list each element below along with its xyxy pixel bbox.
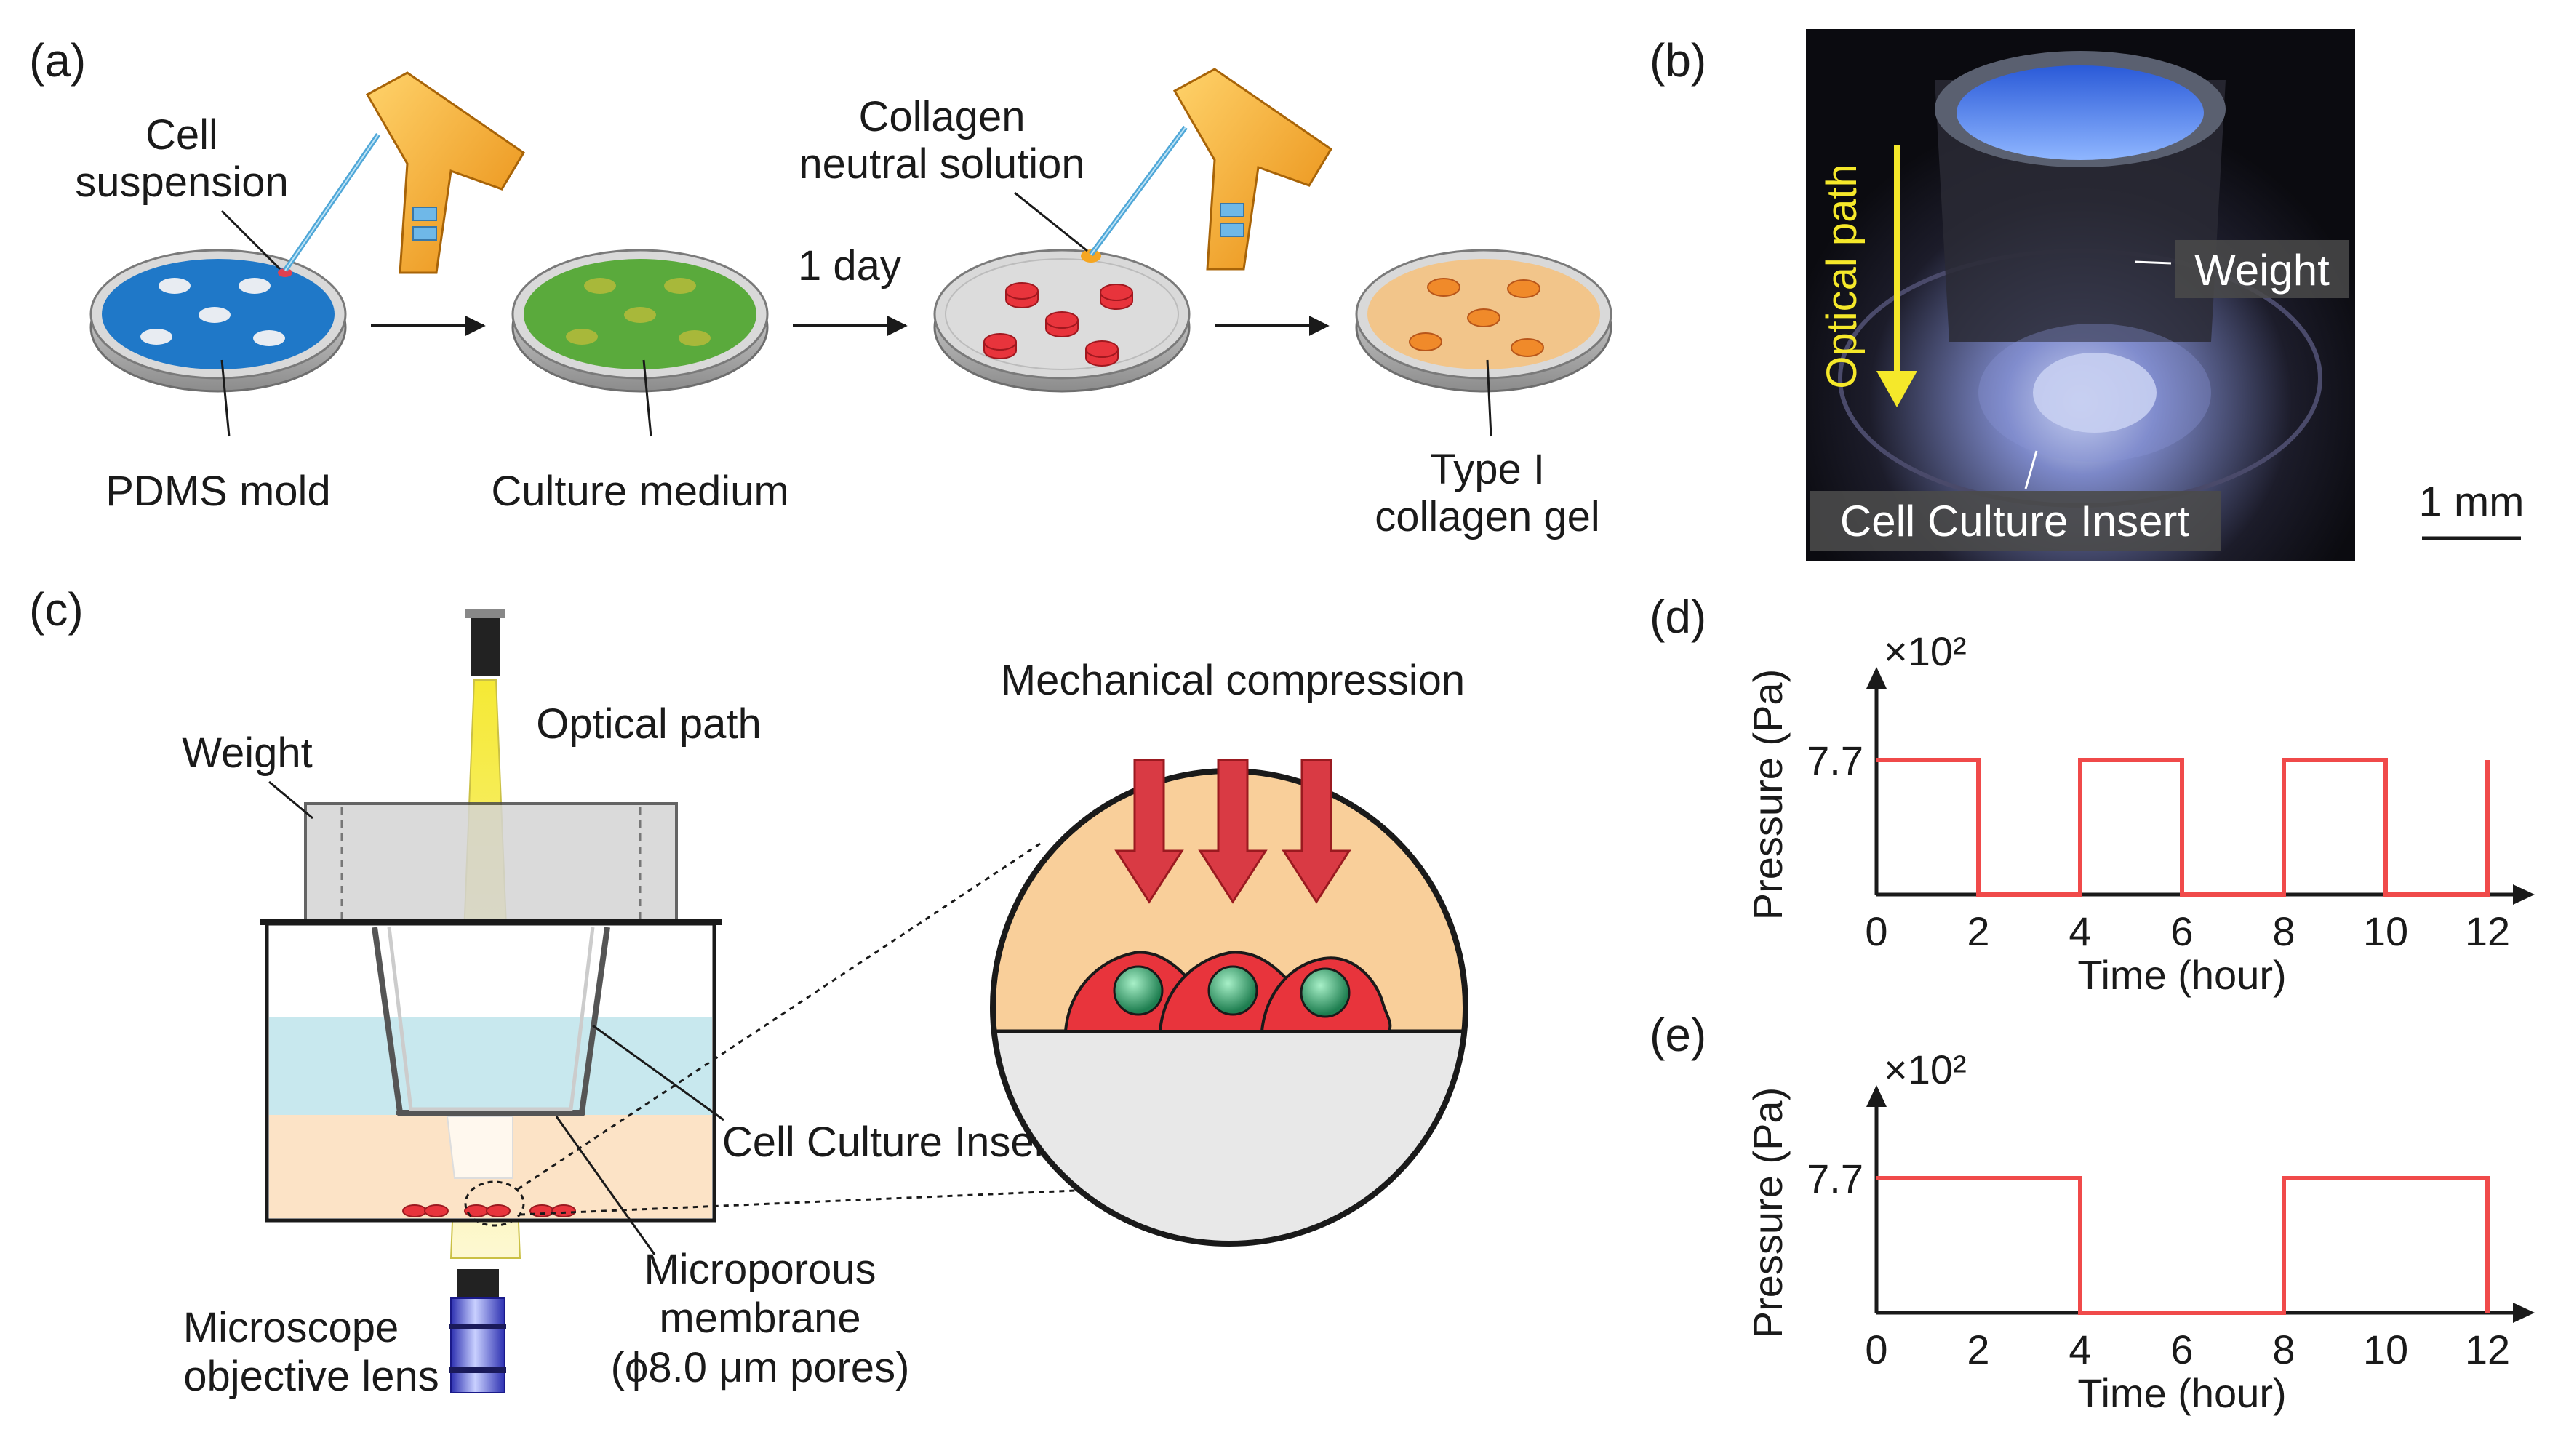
x-tick-label: 6 [2170, 1327, 2193, 1372]
insert-photo-label: Cell Culture Insert [1840, 497, 2190, 545]
panel-c: (c) Optical path Weight Cell Cu [29, 583, 1468, 1400]
objective-lens-icon [449, 1269, 506, 1393]
y-axis-label: Pressure (Pa) [1745, 669, 1791, 920]
x-tick-label: 0 [1865, 908, 1887, 954]
pipette-icon [283, 71, 526, 274]
x-axis-arrow [2513, 884, 2535, 905]
x-tick-label: 4 [2069, 908, 2091, 954]
weight-label: Weight [182, 729, 312, 777]
optical-path-arrowhead [1876, 371, 1917, 407]
membrane-label-3: (ϕ8.0 μm pores) [611, 1344, 910, 1391]
one-day-label: 1 day [798, 242, 901, 289]
membrane-label-2: membrane [659, 1295, 860, 1342]
compression-arrows [1114, 759, 1351, 904]
zoom-region [464, 1180, 525, 1227]
x-tick-label: 0 [1865, 1327, 1887, 1372]
y-axis-arrow [1866, 1085, 1887, 1107]
cell-suspension-leader [220, 209, 281, 271]
cells-bottom [402, 1204, 576, 1217]
gel-leader [1486, 359, 1492, 437]
collagen-leader [1014, 191, 1088, 252]
dish-culture-medium [511, 249, 769, 393]
y-axis-arrow [1866, 667, 1887, 689]
optical-path-photo-label: Optical path [1818, 164, 1866, 389]
y-tick-label: 7.7 [1807, 737, 1863, 783]
y-tick-label: 7.7 [1807, 1156, 1863, 1201]
x-tick-label: 10 [2363, 908, 2408, 954]
x-tick-label: 8 [2272, 908, 2295, 954]
x-axis-arrow [2513, 1303, 2535, 1323]
panel-a-label: (a) [29, 34, 86, 87]
objective-label-1: Microscope [183, 1304, 399, 1351]
panel-c-label: (c) [29, 583, 84, 636]
cell-suspension-label-2: suspension [75, 159, 288, 206]
x-tick-label: 4 [2069, 1327, 2091, 1372]
x-tick-label: 12 [2465, 1327, 2510, 1372]
x-axis-label: Time (hour) [2077, 952, 2286, 998]
x-tick-label: 10 [2363, 1327, 2408, 1372]
medium-leader [642, 359, 652, 437]
pipette-icon-2 [1089, 68, 1333, 271]
gel-label-1: Type I [1430, 446, 1545, 493]
collagen-label-2: neutral solution [799, 140, 1084, 188]
weight-photo-label: Weight [2194, 246, 2330, 295]
dish-collagen-gel [1355, 249, 1612, 393]
x-tick-label: 6 [2170, 908, 2193, 954]
pressure-series-line [1876, 758, 2490, 897]
y-multiplier: ×10² [1884, 1047, 1967, 1092]
pressure-series-line [1876, 1176, 2490, 1315]
medium-layer [269, 1017, 712, 1115]
insert-label: Cell Culture Insert [722, 1119, 1060, 1166]
panel-b: (b) Optical path Weight Cell Culture Ins… [1650, 29, 2525, 561]
cells-zoom [1063, 951, 1392, 1033]
panel-label: (d) [1650, 591, 1706, 643]
cell-aggregates [983, 282, 1133, 367]
scale-bar-label: 1 mm [2419, 479, 2525, 526]
pdms-leader [220, 359, 231, 437]
weight-block [304, 802, 678, 925]
culture-medium-label: Culture medium [491, 468, 788, 515]
zoom-circle [990, 759, 1468, 1247]
panel-label: (e) [1650, 1009, 1706, 1061]
insert-tag-bg [1810, 491, 2221, 551]
panel-a: (a) Cell suspension PDMS mold [29, 34, 1612, 540]
x-tick-label: 2 [1967, 908, 1989, 954]
compression-label: Mechanical compression [1001, 657, 1465, 704]
cell-drop [278, 268, 292, 277]
objective-label-2: objective lens [183, 1353, 439, 1400]
y-multiplier: ×10² [1884, 628, 1967, 674]
membrane-label-1: Microporous [644, 1246, 876, 1293]
x-tick-label: 8 [2272, 1327, 2295, 1372]
x-tick-label: 12 [2465, 908, 2510, 954]
panel-b-label: (b) [1650, 34, 1706, 87]
y-axis-label: Pressure (Pa) [1745, 1087, 1791, 1338]
dish-pdms-mold [89, 249, 347, 393]
collagen-drop [1081, 249, 1101, 263]
dish-collagen-solution [933, 249, 1191, 393]
x-tick-label: 2 [1967, 1327, 1989, 1372]
cell-suspension-label-1: Cell [145, 111, 218, 159]
x-axis-label: Time (hour) [2077, 1370, 2286, 1416]
weight-tag-bg [2175, 240, 2349, 298]
light-source [471, 615, 500, 676]
pdms-mold-label: PDMS mold [105, 468, 330, 515]
collagen-label-1: Collagen [859, 93, 1026, 140]
optical-path-label: Optical path [536, 700, 762, 748]
gel-label-2: collagen gel [1375, 493, 1600, 540]
